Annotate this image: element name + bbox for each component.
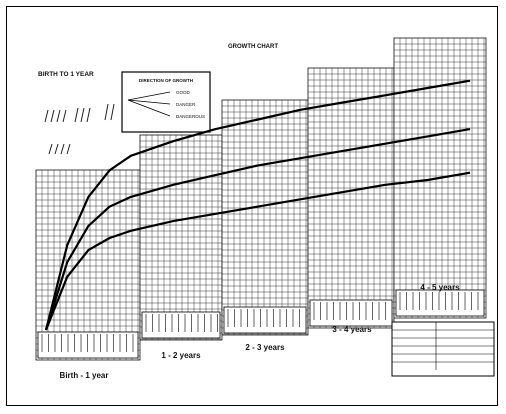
growth-curve-0 [44, 79, 471, 331]
growth-curve-1 [44, 128, 471, 331]
age-band-label-2: 2 - 3 years [245, 343, 285, 352]
sketch-strokes-2 [74, 107, 91, 123]
legend-arrow-dangerous [127, 99, 171, 117]
growth-curves [44, 79, 471, 331]
month-tick-box [37, 331, 139, 359]
chart-title: GROWTH CHART [228, 44, 278, 50]
legend-entry-good: GOOD [176, 90, 191, 95]
legend: DIRECTION OF GROWTH GOOD DANGER DANGEROU… [121, 71, 211, 133]
age-band-label-4: 4 - 5 years [420, 283, 460, 292]
age-band-labels: Birth - 1 year 1 - 2 years 2 - 3 years 3… [60, 283, 461, 380]
grid-blocks [35, 37, 487, 361]
legend-arrow-good [127, 91, 171, 101]
legend-entry-danger: DANGER [176, 102, 196, 107]
chart-subtitle: BIRTH TO 1 YEAR [38, 71, 94, 78]
sketch-strokes-4 [48, 143, 71, 155]
legend-entry-dangerous: DANGEROUS [176, 114, 205, 119]
info-table [391, 321, 495, 377]
month-tick-box [309, 299, 393, 327]
month-tick-box [395, 289, 485, 317]
info-table-frame [391, 321, 495, 377]
month-tick-box [223, 306, 307, 334]
month-ticks [37, 289, 485, 359]
age-band-label-1: 1 - 2 years [161, 351, 201, 360]
legend-title: DIRECTION OF GROWTH [139, 78, 193, 83]
month-tick-box [141, 311, 221, 339]
sketch-strokes-3 [104, 103, 115, 121]
sketch-strokes-1 [44, 109, 67, 123]
growth-curve-2 [44, 171, 471, 331]
age-band-label-0: Birth - 1 year [60, 371, 109, 380]
grid-block-2-3 [221, 99, 309, 336]
grid-block-1-2 [139, 134, 223, 341]
growth-sketches [44, 103, 115, 155]
grid-block-3-4 [307, 67, 395, 329]
legend-box [121, 71, 211, 133]
age-band-label-3: 3 - 4 years [332, 325, 372, 334]
legend-arrow-danger [127, 99, 171, 105]
